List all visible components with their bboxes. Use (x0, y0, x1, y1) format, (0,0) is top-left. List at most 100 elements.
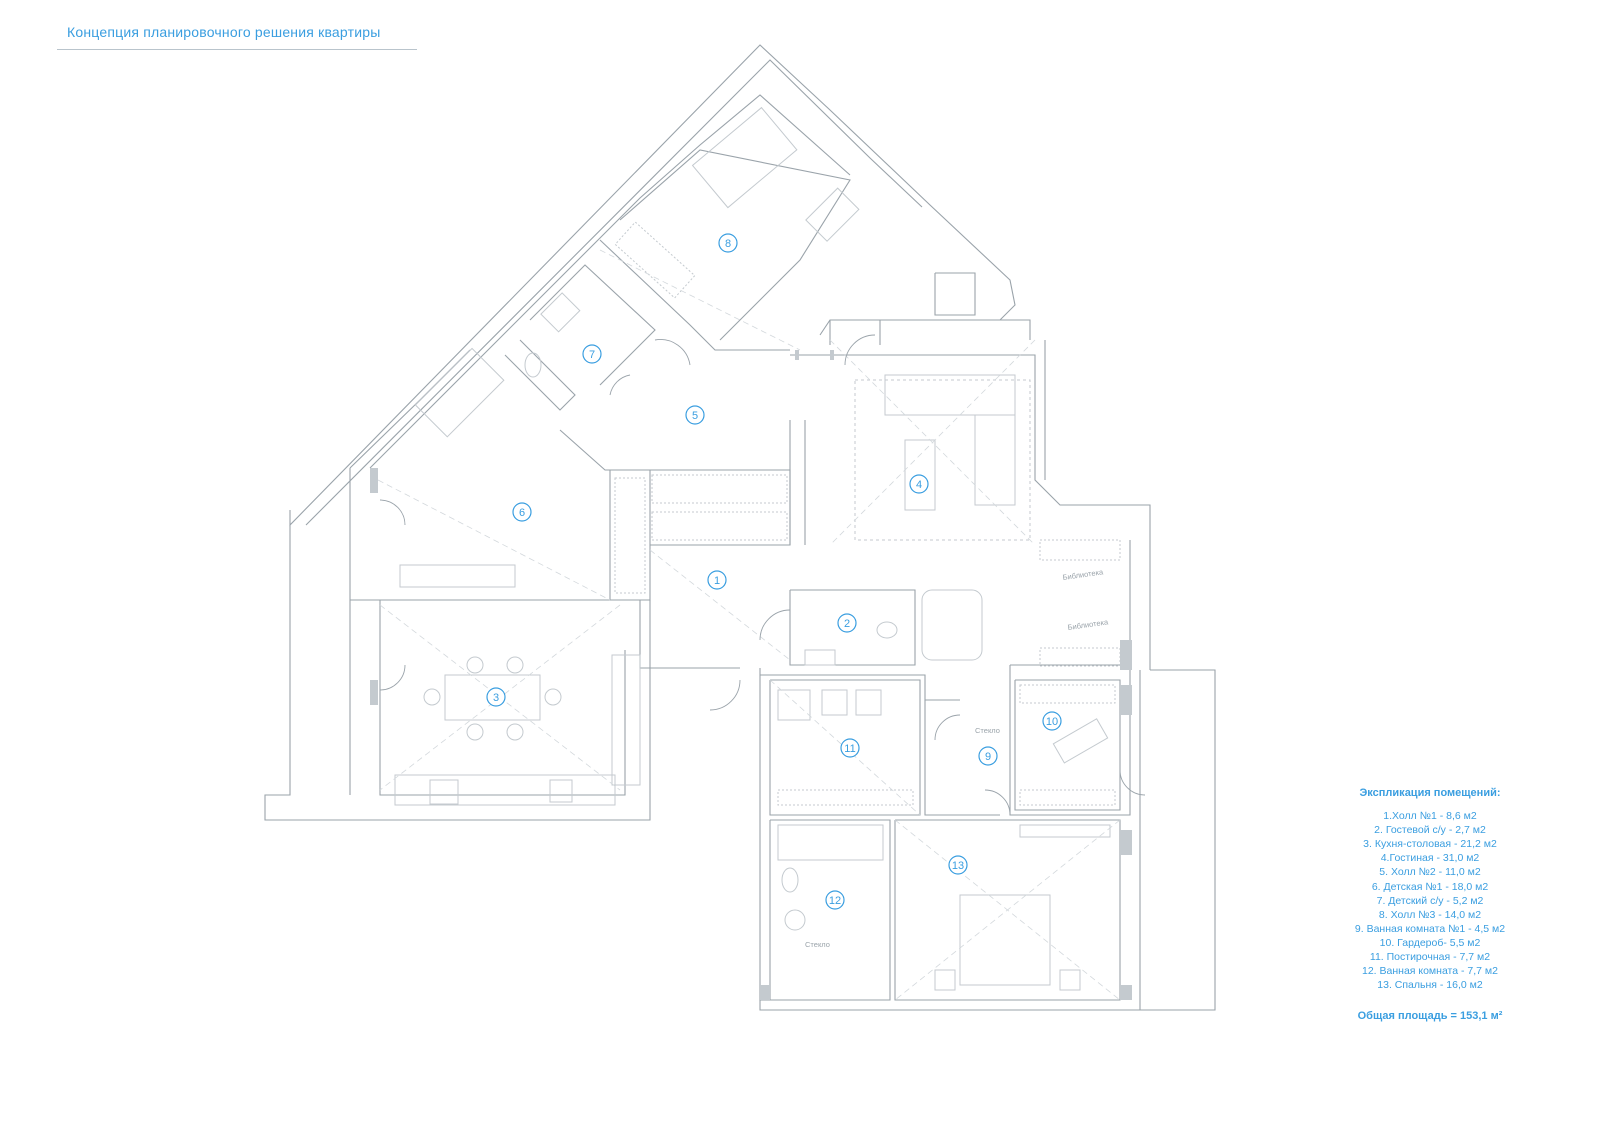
desk (805, 187, 860, 242)
room-marker-8: 8 (718, 233, 738, 253)
tv-console (1019, 824, 1111, 838)
bookshelf (1039, 539, 1121, 561)
legend-item: 2. Гостевой с/у - 2,7 м2 (1374, 824, 1486, 837)
kitchen-counter (394, 774, 616, 806)
wall (350, 599, 740, 669)
dryer (821, 689, 848, 716)
furniture (394, 106, 1121, 991)
washbasin (804, 649, 836, 666)
wall-pier (760, 985, 770, 1000)
room-marker-11: 11 (840, 738, 860, 758)
room-number: 7 (589, 349, 595, 361)
bed (959, 894, 1051, 986)
wardrobe (1019, 684, 1116, 704)
room-marker-circle (837, 613, 857, 633)
chair (466, 656, 484, 674)
dining-table (444, 674, 541, 721)
door-swing (379, 664, 406, 691)
wall-pier (1120, 640, 1132, 670)
bookshelf (1039, 647, 1121, 667)
dryer (855, 689, 882, 716)
bed (414, 347, 505, 438)
wardrobe (651, 474, 788, 504)
room-number: 12 (829, 895, 841, 907)
room-marker-13: 13 (948, 855, 968, 875)
room-marker-10: 10 (1042, 711, 1062, 731)
bed (691, 106, 798, 209)
room-number: 6 (519, 507, 525, 519)
room-marker-4: 4 (909, 474, 929, 494)
wall-pier (1120, 685, 1132, 715)
wall-fills (370, 350, 1132, 1000)
legend-item: 11. Постирочная - 7,7 м2 (1369, 951, 1491, 964)
legend-item: 8. Холл №3 - 14,0 м2 (1378, 908, 1482, 921)
wall (789, 589, 916, 666)
washbasin (540, 292, 581, 333)
room-number: 9 (985, 751, 991, 763)
stove (429, 779, 459, 805)
door-swing (1119, 769, 1146, 796)
room-marker-6: 6 (512, 502, 532, 522)
wall (769, 819, 891, 1001)
island (1052, 718, 1109, 764)
wardrobe (1019, 789, 1116, 806)
room-number: 2 (844, 618, 850, 630)
shelf (777, 789, 914, 806)
nightstand (934, 969, 956, 991)
tall-cabinets (611, 654, 641, 786)
outer-wall (264, 525, 651, 821)
wall (349, 349, 471, 469)
door-swing (984, 789, 1011, 816)
toilet (781, 867, 799, 893)
door-swing (934, 714, 961, 741)
wall-pier (370, 680, 378, 705)
room-marker-circle (1042, 711, 1062, 731)
room-marker-circle (512, 502, 532, 522)
washbasin (784, 909, 806, 931)
room-marker-circle (718, 233, 738, 253)
legend-item: 4.Гостиная - 31,0 м2 (1380, 852, 1480, 865)
wardrobe (614, 221, 696, 299)
room-marker-2: 2 (837, 613, 857, 633)
room-marker-circle (948, 855, 968, 875)
legend-item: 12. Ванная комната - 7,7 м2 (1361, 965, 1498, 978)
wall (650, 469, 791, 546)
legend-title: Экспликация помещений: (1359, 787, 1501, 799)
room-marker-9: 9 (978, 746, 998, 766)
legend-item: 6. Детская №1 - 18,0 м2 (1371, 880, 1489, 893)
room-marker-circle (825, 890, 845, 910)
legend-item: 1.Холл №1 - 8,6 м2 (1383, 810, 1477, 823)
wall (609, 469, 651, 601)
outer-wall (289, 44, 1016, 527)
sofa (884, 374, 1016, 416)
room-number: 11 (844, 743, 855, 755)
door-swing (844, 334, 876, 366)
wall (759, 668, 775, 1001)
room-marker-circle (486, 687, 506, 707)
wall (924, 700, 1000, 816)
room-marker-3: 3 (486, 687, 506, 707)
library-label: Библиотека (1067, 617, 1109, 632)
room-number: 13 (952, 860, 964, 872)
room-marker-circle (582, 344, 602, 364)
outer-wall (305, 59, 923, 526)
door-swing (609, 374, 631, 396)
room-marker-1: 1 (707, 570, 727, 590)
title-underline (57, 49, 417, 50)
wardrobe (614, 477, 646, 594)
doors (379, 334, 1146, 816)
legend-item: 9. Ванная комната №1 - 4,5 м2 (1354, 922, 1506, 935)
room-number: 10 (1046, 716, 1058, 728)
chair (544, 688, 562, 706)
legend-item: 13. Спальня - 16,0 м2 (1377, 979, 1483, 992)
wall (880, 319, 1031, 340)
wall-pier (370, 468, 378, 493)
wall (934, 272, 976, 316)
room-marker-circle (685, 405, 705, 425)
nightstand (1059, 969, 1081, 991)
wall (760, 674, 960, 701)
wall (559, 429, 650, 471)
shower (921, 589, 983, 661)
door-swing (379, 499, 406, 526)
